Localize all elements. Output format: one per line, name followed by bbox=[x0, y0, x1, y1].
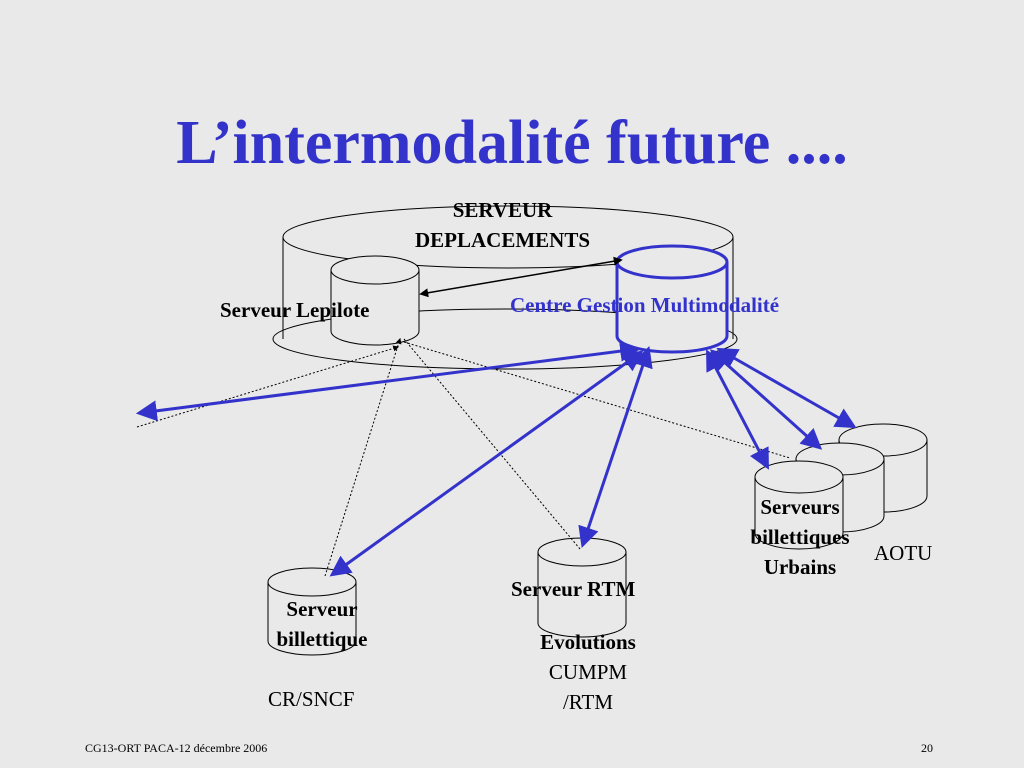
arrow-centre-to-billettique-front bbox=[706, 349, 769, 470]
billettique-cylinder-front bbox=[754, 460, 844, 550]
dotted-link-lepilote-to-rtm bbox=[403, 338, 581, 550]
label-serveur-deplacements: SERVEUR DEPLACEMENTS bbox=[380, 195, 625, 255]
label-rtm: /RTM bbox=[562, 690, 614, 714]
arrow-centre-to-left bbox=[135, 340, 642, 422]
label-serveur-deplacements-line1: SERVEUR bbox=[452, 198, 553, 222]
label-serveur-billettique-line2: billettique bbox=[276, 627, 368, 651]
footer-text: CG13-ORT PACA-12 décembre 2006 bbox=[85, 741, 268, 755]
dotted-links bbox=[136, 337, 791, 577]
label-aotu: AOTU bbox=[874, 541, 933, 565]
label-serveurs-billettiques: Serveurs billettiques Urbains bbox=[720, 492, 880, 582]
arrow-centre-to-billettique-middle bbox=[709, 349, 823, 450]
page-number: 20 bbox=[921, 741, 933, 755]
arrow-centre-to-billettique-back bbox=[716, 347, 857, 429]
blue-links bbox=[135, 340, 857, 577]
label-serveurs-billettiques-line1: Serveurs bbox=[760, 495, 840, 519]
label-serveur-rtm: Serveur RTM bbox=[511, 577, 636, 601]
arrow-centre-to-rtm bbox=[578, 346, 653, 548]
dotted-link-sncf-to-lepilote bbox=[324, 337, 402, 577]
centre-gestion-cylinder bbox=[615, 244, 729, 354]
label-cumpm: CUMPM bbox=[548, 660, 628, 684]
dotted-link-left-to-lepilote bbox=[136, 345, 400, 428]
serveurs-billettiques-cylinders bbox=[754, 423, 928, 550]
label-evolutions: Evolutions CUMPM /RTM bbox=[508, 627, 668, 717]
label-serveur-deplacements-line2: DEPLACEMENTS bbox=[414, 228, 591, 252]
label-serveur-billettique: Serveur billettique bbox=[248, 594, 396, 654]
label-serveurs-billettiques-line3: Urbains bbox=[763, 555, 837, 579]
label-evolutions-title: Evolutions bbox=[540, 630, 636, 654]
label-centre-gestion: Centre Gestion Multimodalité bbox=[510, 293, 780, 317]
label-serveur-billettique-line1: Serveur bbox=[286, 597, 358, 621]
label-serveur-lepilote: Serveur Lepilote bbox=[220, 298, 370, 322]
serveur-lepilote-cylinder bbox=[330, 255, 420, 346]
label-serveurs-billettiques-line2: billettiques bbox=[750, 525, 850, 549]
slide-title: L’intermodalité future .... bbox=[176, 109, 848, 177]
label-cr-sncf: CR/SNCF bbox=[268, 687, 355, 711]
arrow-lepilote-centre bbox=[419, 256, 623, 298]
